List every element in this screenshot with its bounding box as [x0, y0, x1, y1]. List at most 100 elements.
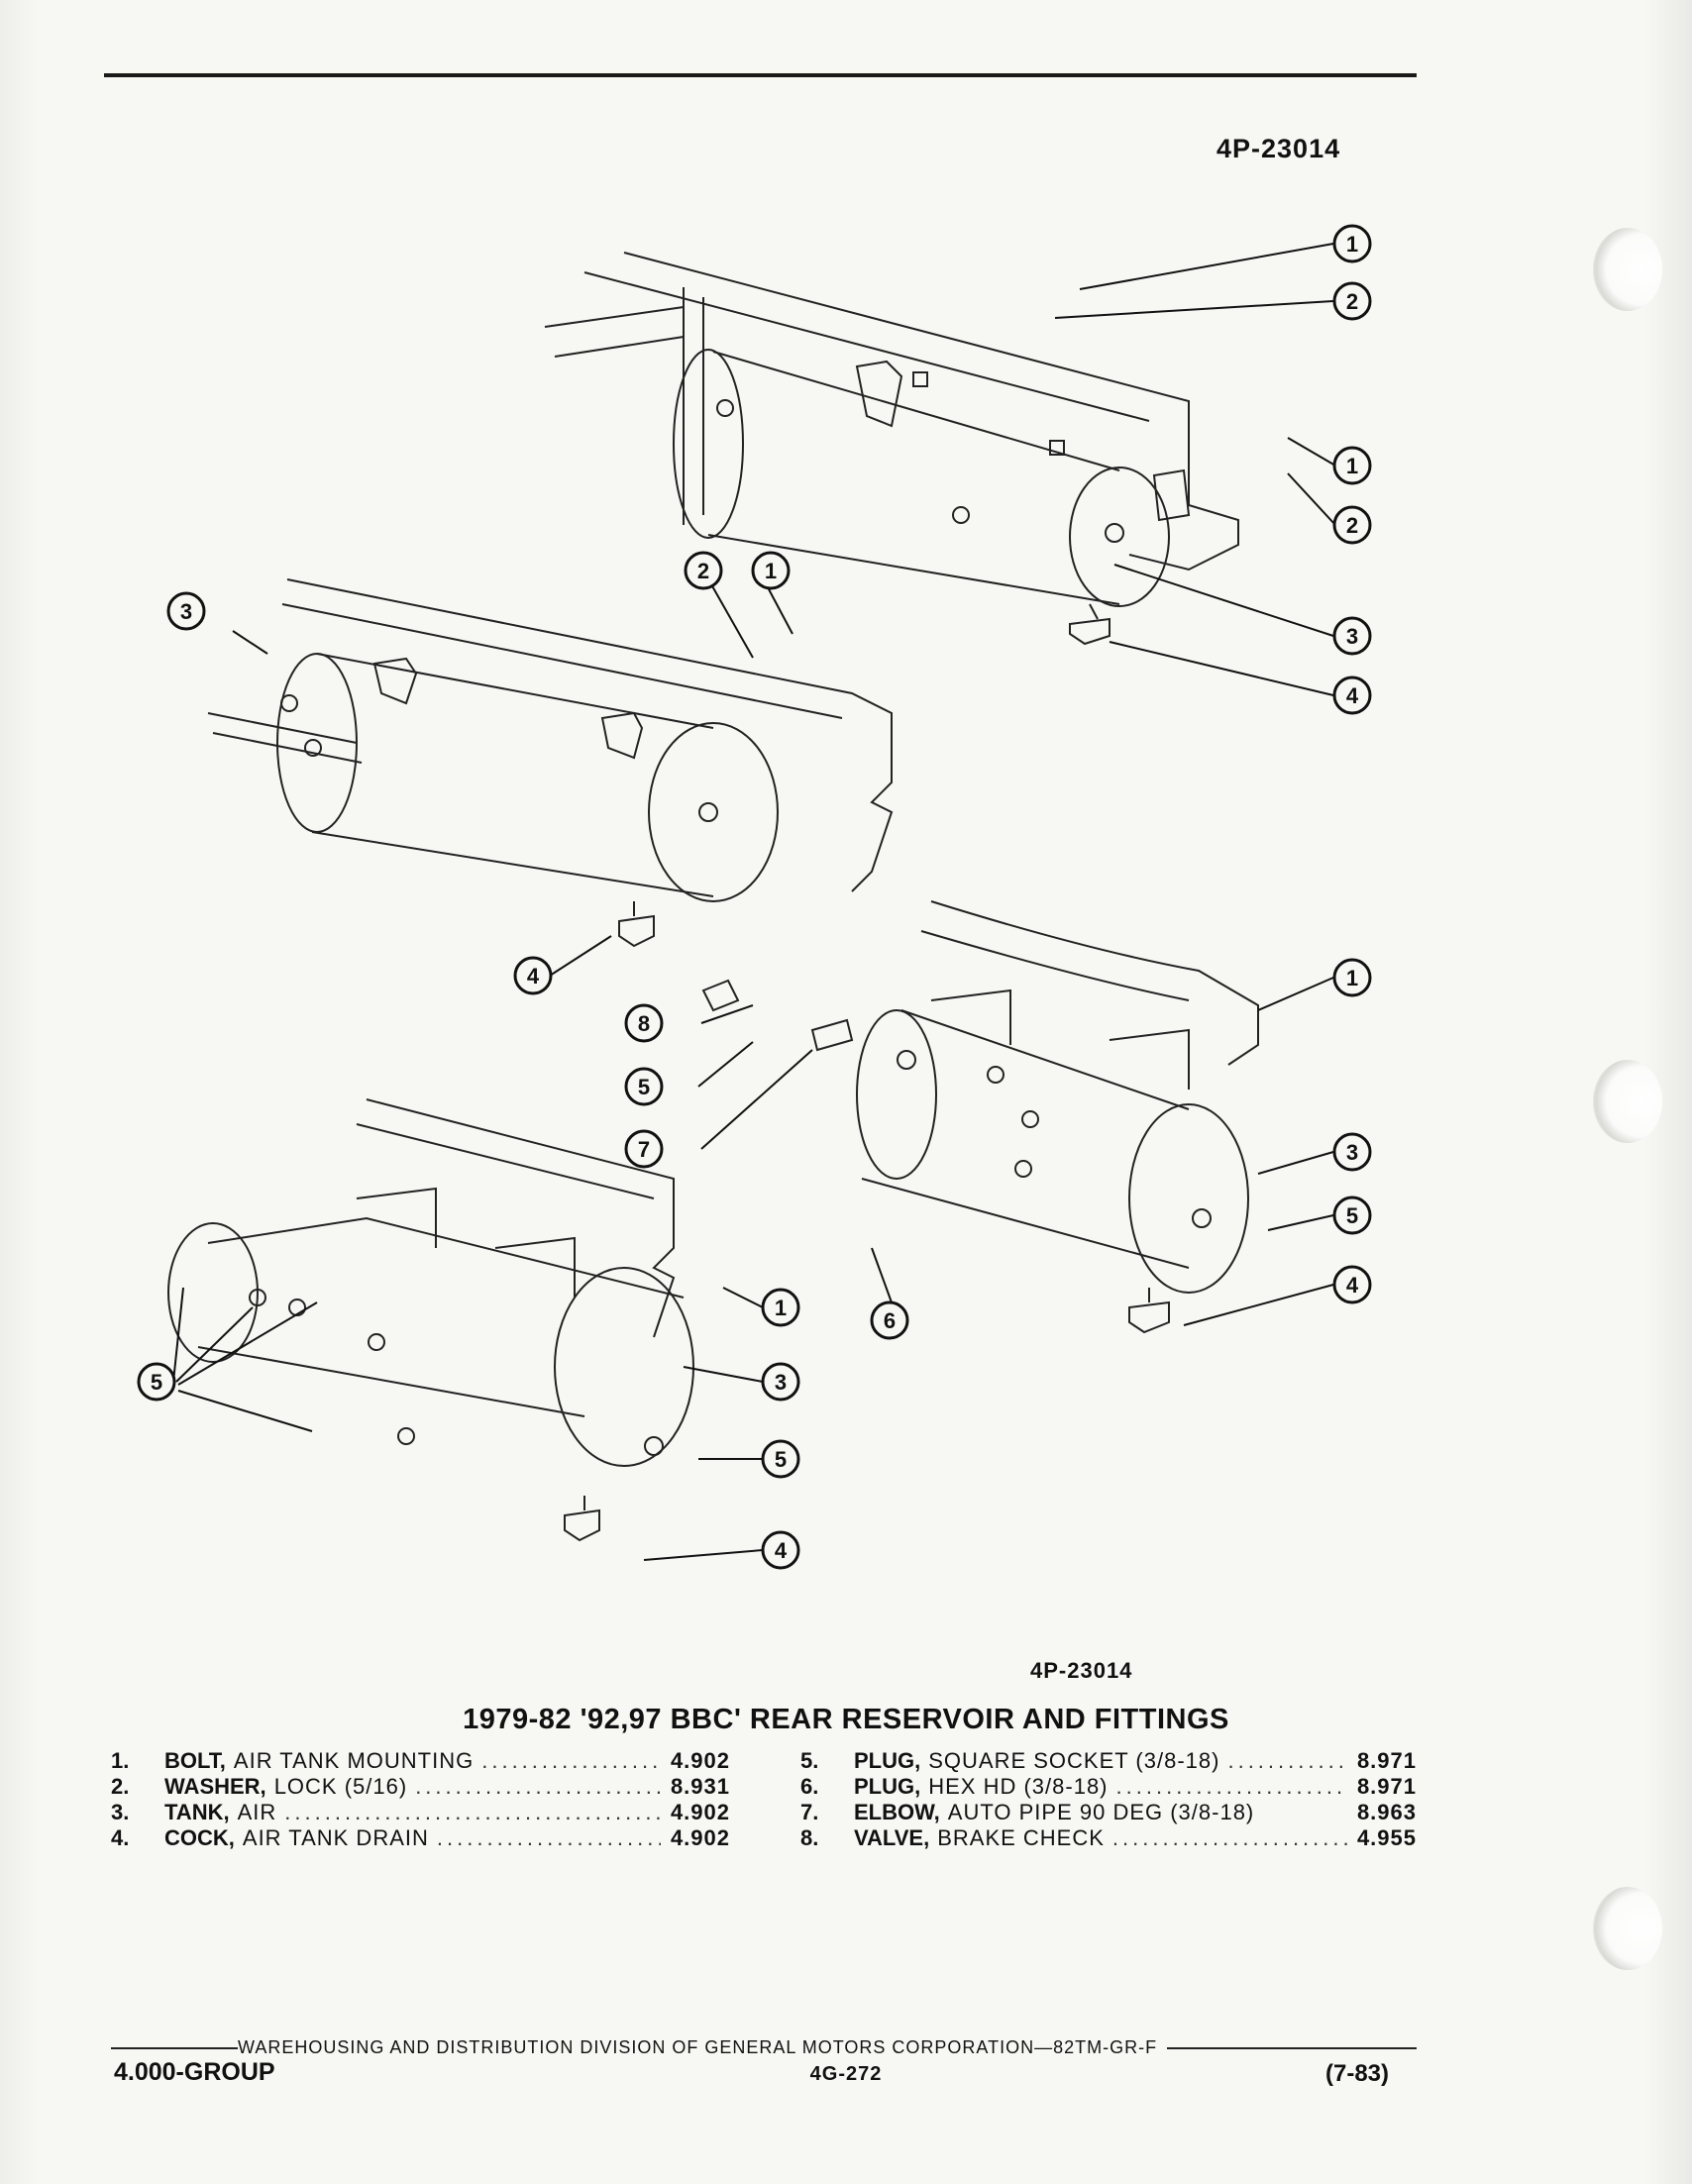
- callout-circles: [137, 224, 1372, 1570]
- valve-brake-check: [810, 1018, 854, 1052]
- part-row: 4. COCK, AIR TANK DRAIN ................…: [111, 1825, 730, 1851]
- part-group-number: 8.963: [1356, 1800, 1417, 1824]
- tank-a-end-right: [1069, 467, 1170, 607]
- tank-c-end-left: [856, 1009, 937, 1180]
- part-group-number: 8.971: [1356, 1774, 1417, 1799]
- tank-a-body-lines: [707, 351, 1120, 605]
- drain-cock-d: [564, 1496, 600, 1542]
- callout-number: 3: [1346, 1140, 1358, 1165]
- tank-a-bracket: [855, 360, 903, 428]
- footer-date: (7-83): [1325, 2060, 1390, 2087]
- leader-dots: ........................................: [415, 1774, 661, 1799]
- part-number: 6.: [800, 1774, 819, 1799]
- parts-list-right: 5. PLUG, SQUARE SOCKET (3/8-18) ........…: [800, 1748, 1417, 1851]
- part-name: COCK,: [164, 1825, 235, 1850]
- callout-number: 5: [775, 1447, 787, 1472]
- tank-c-port: [1021, 1110, 1039, 1128]
- part-row: 7. ELBOW, AUTO PIPE 90 DEG (3/8-18) 8.96…: [800, 1800, 1417, 1825]
- drain-cock-a: [1069, 603, 1110, 646]
- leader-dots: ........................................: [1111, 1825, 1347, 1850]
- callout-number: 4: [775, 1538, 788, 1563]
- tank-d-body-lower: [197, 1346, 585, 1417]
- tank-d-port: [397, 1427, 415, 1445]
- part-group-number: 8.971: [1356, 1748, 1417, 1773]
- part-group-number: 4.902: [670, 1825, 730, 1850]
- tank-d-port: [644, 1436, 664, 1456]
- part-description: AIR: [237, 1800, 277, 1824]
- leader-dots: ........................................: [481, 1748, 661, 1773]
- part-group-number: 4.902: [670, 1800, 730, 1824]
- tank-c-body-lines: [861, 1009, 1190, 1269]
- callout-number: 5: [151, 1370, 162, 1395]
- tank-c-port: [987, 1066, 1005, 1084]
- callout-number: 6: [884, 1308, 896, 1333]
- footer-division-line: WAREHOUSING AND DISTRIBUTION DIVISION OF…: [111, 2037, 1417, 2058]
- binder-hole-bottom: [1593, 1887, 1662, 1970]
- figure-caption: 1979-82 '92,97 BBC' REAR RESERVOIR AND F…: [463, 1704, 1229, 1735]
- tank-b-bracket: [372, 657, 418, 705]
- callout-number: 4: [1346, 683, 1359, 708]
- callout-number: 1: [1346, 966, 1358, 990]
- part-number: 8.: [800, 1825, 819, 1850]
- footer-rule-left: [111, 2046, 238, 2049]
- frame-rail-a-edge: [583, 271, 1150, 422]
- drain-cock-b: [618, 901, 655, 948]
- part-description: BRAKE CHECK: [937, 1825, 1105, 1850]
- part-name: TANK,: [164, 1800, 230, 1824]
- callout-number: 3: [180, 599, 192, 624]
- leader-dots: ........................................: [1115, 1774, 1347, 1799]
- frame-rail-a: [623, 252, 1239, 572]
- drain-cock-c: [1128, 1288, 1170, 1334]
- callout-number: 1: [1346, 232, 1358, 257]
- part-name: PLUG,: [854, 1774, 921, 1799]
- top-rule: [104, 73, 1417, 77]
- part-group-number: 4.955: [1356, 1825, 1417, 1850]
- tank-d-port: [368, 1333, 385, 1351]
- callout-number: 1: [1346, 454, 1358, 478]
- part-number: 5.: [800, 1748, 819, 1773]
- tank-d-port: [288, 1299, 306, 1316]
- frame-rail-c-edge: [920, 930, 1190, 1001]
- frame-rail-b-edge: [281, 603, 843, 719]
- part-row: 1. BOLT, AIR TANK MOUNTING .............…: [111, 1748, 730, 1774]
- footer-rule-right: [1167, 2046, 1417, 2049]
- callout-number: 2: [1346, 289, 1358, 314]
- binder-hole-top: [1593, 228, 1662, 311]
- tank-c-end-right: [1128, 1103, 1249, 1294]
- tank-b-port: [280, 694, 298, 712]
- exploded-view-drawing: 1 2 1 2 3 4 3 2 1 4 1 8 5 7 3 5 6 4 1 3 …: [137, 224, 1372, 1570]
- frame-rail-b: [286, 578, 894, 892]
- leader-dots: ........................................: [1227, 1748, 1347, 1773]
- tank-d-brackets: [356, 1187, 576, 1298]
- tank-c-port: [897, 1050, 916, 1070]
- part-description: AIR TANK DRAIN: [242, 1825, 429, 1850]
- tank-a-port: [952, 506, 970, 524]
- crossmember-a: [544, 306, 685, 358]
- part-row: 5. PLUG, SQUARE SOCKET (3/8-18) ........…: [800, 1748, 1417, 1774]
- tank-c-brackets: [930, 988, 1190, 1090]
- tank-b-assembly: [207, 578, 894, 948]
- frame-rail-c: [930, 900, 1259, 1066]
- figure-id-top: 4P-23014: [1216, 134, 1341, 163]
- part-description: HEX HD (3/8-18): [928, 1774, 1109, 1799]
- callout-number: 8: [638, 1011, 650, 1036]
- frame-rail-d-edge: [356, 1123, 655, 1199]
- footer-page-number: 4G-272: [809, 2063, 883, 2085]
- callout-number: 2: [1346, 513, 1358, 538]
- part-description: AIR TANK MOUNTING: [233, 1748, 475, 1773]
- frame-rail-a-web: [683, 287, 704, 525]
- tank-b-bracket: [600, 711, 644, 760]
- callout-number: 7: [638, 1137, 650, 1162]
- leader-dots: ........................................: [284, 1800, 661, 1824]
- leader-lines: [172, 243, 1336, 1561]
- part-row: 2. WASHER, LOCK (5/16) .................…: [111, 1774, 730, 1800]
- tank-a-bolt: [1049, 440, 1065, 456]
- tank-d-assembly: [167, 1098, 694, 1542]
- callout-number: 4: [1346, 1273, 1359, 1298]
- part-number: 4.: [111, 1825, 130, 1850]
- tank-d-port: [249, 1289, 266, 1306]
- parts-list-left: 1. BOLT, AIR TANK MOUNTING .............…: [111, 1748, 730, 1851]
- part-name: ELBOW,: [854, 1800, 940, 1824]
- tank-d-body-lines: [207, 1216, 685, 1299]
